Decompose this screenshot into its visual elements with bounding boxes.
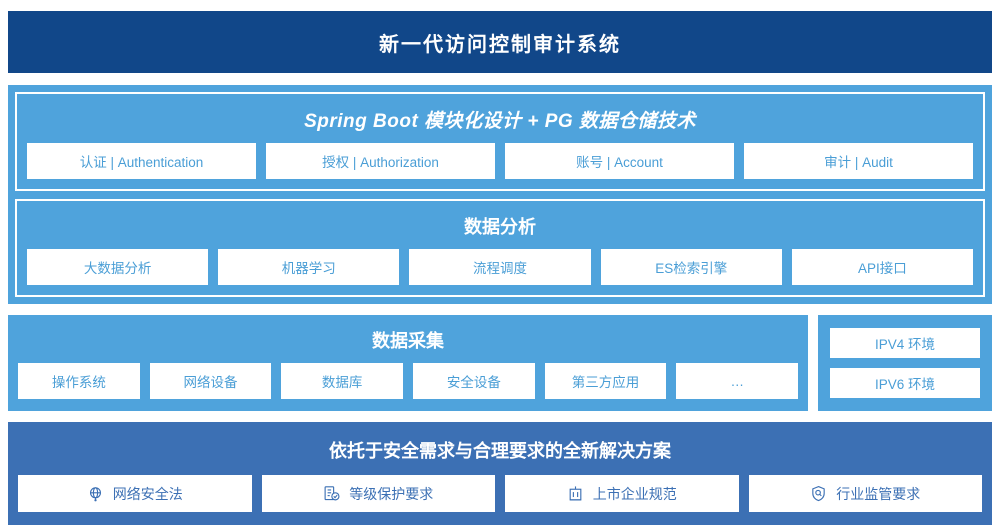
bank-building-icon bbox=[567, 485, 584, 502]
solution-card-listed-enterprise[interactable]: 上市企业规范 bbox=[505, 475, 739, 512]
analysis-card[interactable]: 流程调度 bbox=[409, 249, 591, 285]
collection-section: 数据采集 操作系统 网络设备 数据库 安全设备 第三方应用 … bbox=[8, 315, 808, 411]
solution-card-row: 网络安全法 等级保护要求 bbox=[18, 475, 982, 512]
solution-card-label: 上市企业规范 bbox=[592, 485, 677, 502]
solution-section: 依托于安全需求与合理要求的全新解决方案 网络安全法 bbox=[8, 422, 992, 525]
solution-card-grade-protection[interactable]: 等级保护要求 bbox=[261, 475, 495, 512]
platform-card[interactable]: 审计 | Audit bbox=[744, 143, 973, 179]
page-title-bar: 新一代访问控制审计系统 bbox=[8, 11, 992, 73]
solution-card-label: 等级保护要求 bbox=[349, 485, 434, 502]
solution-card-cybersecurity-law[interactable]: 网络安全法 bbox=[18, 475, 252, 512]
platform-card[interactable]: 认证 | Authentication bbox=[27, 143, 256, 179]
analysis-heading: 数据分析 bbox=[464, 217, 536, 237]
platform-card[interactable]: 账号 | Account bbox=[505, 143, 734, 179]
collection-row: 数据采集 操作系统 网络设备 数据库 安全设备 第三方应用 … IPV4 环境 … bbox=[8, 315, 992, 411]
document-check-icon bbox=[323, 485, 340, 502]
solution-card-industry-regulation[interactable]: 行业监管要求 bbox=[748, 475, 982, 512]
collection-card-more[interactable]: … bbox=[676, 363, 799, 399]
platform-card[interactable]: 授权 | Authorization bbox=[266, 143, 495, 179]
solution-heading: 依托于安全需求与合理要求的全新解决方案 bbox=[329, 441, 671, 461]
solution-card-label: 行业监管要求 bbox=[836, 485, 921, 502]
solution-card-label: 网络安全法 bbox=[112, 485, 183, 502]
analysis-card[interactable]: ES检索引擎 bbox=[600, 249, 782, 285]
analysis-card[interactable]: API接口 bbox=[791, 249, 974, 285]
platform-section: Spring Boot 模块化设计 + PG 数据仓储技术 认证 | Authe… bbox=[15, 92, 985, 191]
collection-card[interactable]: 第三方应用 bbox=[544, 363, 667, 399]
environment-card-ipv6[interactable]: IPV6 环境 bbox=[830, 368, 980, 398]
analysis-card[interactable]: 机器学习 bbox=[218, 249, 400, 285]
analysis-card-row: 大数据分析 机器学习 流程调度 ES检索引擎 API接口 bbox=[27, 249, 974, 285]
platform-heading: Spring Boot 模块化设计 + PG 数据仓储技术 bbox=[304, 111, 696, 132]
collection-card[interactable]: 数据库 bbox=[281, 363, 404, 399]
diagram-page: 新一代访问控制审计系统 Spring Boot 模块化设计 + PG 数据仓储技… bbox=[0, 11, 1000, 529]
collection-card[interactable]: 网络设备 bbox=[149, 363, 272, 399]
collection-heading: 数据采集 bbox=[372, 331, 444, 351]
globe-icon bbox=[87, 485, 104, 502]
platform-card-row: 认证 | Authentication 授权 | Authorization 账… bbox=[27, 143, 973, 179]
collection-card[interactable]: 操作系统 bbox=[18, 363, 140, 399]
environment-card-ipv4[interactable]: IPV4 环境 bbox=[830, 328, 980, 358]
page-title: 新一代访问控制审计系统 bbox=[379, 33, 621, 56]
environment-panel: IPV4 环境 IPV6 环境 bbox=[818, 315, 992, 411]
shield-search-icon bbox=[810, 485, 827, 502]
platform-stack-panel: Spring Boot 模块化设计 + PG 数据仓储技术 认证 | Authe… bbox=[8, 85, 992, 304]
analysis-card[interactable]: 大数据分析 bbox=[27, 249, 209, 285]
analysis-section: 数据分析 大数据分析 机器学习 流程调度 ES检索引擎 API接口 bbox=[15, 199, 985, 297]
collection-card-row: 操作系统 网络设备 数据库 安全设备 第三方应用 … bbox=[18, 363, 799, 399]
collection-card[interactable]: 安全设备 bbox=[413, 363, 535, 399]
